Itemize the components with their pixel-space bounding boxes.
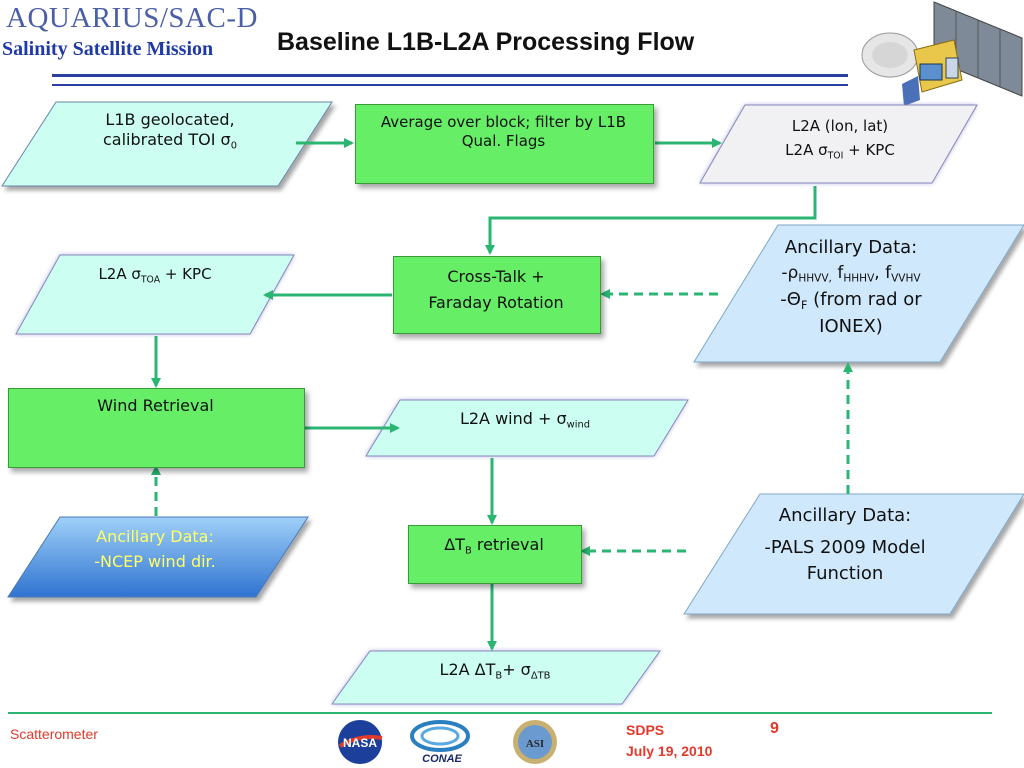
crosstalk-label: Cross-Talk + Faraday Rotation xyxy=(428,267,564,312)
l2a-dtb-shape xyxy=(331,650,661,705)
conae-logo-text: CONAE xyxy=(422,753,462,765)
l1b-shape xyxy=(1,101,333,187)
asi-logo-text: ASI xyxy=(526,738,544,750)
footer-date: July 19, 2010 xyxy=(626,743,713,759)
dtb-retrieval-box xyxy=(408,525,582,584)
ancillary-pals-shape xyxy=(683,493,1024,615)
satellite-icon xyxy=(861,1,1023,106)
logo-subtitle: Salinity Satellite Mission xyxy=(2,38,214,60)
header-rule-thin xyxy=(52,84,848,86)
l2a-toa-label: L2A σTOA + KPC xyxy=(98,265,212,286)
footer-section-label: Scatterometer xyxy=(10,726,98,742)
page-number: 9 xyxy=(770,720,779,737)
l2a-wind-label: L2A wind + σwind xyxy=(459,409,591,431)
l1b-label: L1B geolocated, calibrated TOI σ0 xyxy=(102,110,237,152)
wind-retrieval-box xyxy=(8,388,305,468)
crosstalk-box xyxy=(393,256,601,334)
arrow-l2a-to-crosstalk xyxy=(485,186,817,255)
l2a-lonlat-shape xyxy=(699,104,978,184)
nasa-logo-icon: NASA xyxy=(338,720,383,764)
header-rule xyxy=(52,74,848,77)
ancillary-hhvv-label: Ancillary Data: -ρHHVV, fHHHV, fVVHV -ΘF… xyxy=(780,237,922,338)
ancillary-ncep-shape xyxy=(7,516,309,598)
l2a-wind-shape xyxy=(365,399,689,457)
nasa-logo-text: NASA xyxy=(343,736,377,750)
l2a-toa-shape xyxy=(15,254,295,335)
footer-rule xyxy=(8,712,992,714)
average-label: Average over block; filter by L1B Qual. … xyxy=(380,113,627,150)
average-box xyxy=(355,104,654,184)
dtb-retrieval-label: ΔTB retrieval xyxy=(444,535,544,557)
asi-logo-icon: ASI xyxy=(513,720,557,764)
agency-logos: NASA CONAE ASI xyxy=(338,720,557,765)
ancillary-pals-label: Ancillary Data: -PALS 2009 Model Functio… xyxy=(764,505,926,585)
conae-logo-icon: CONAE xyxy=(410,720,470,765)
ancillary-ncep-label: Ancillary Data: -NCEP wind dir. xyxy=(94,527,216,571)
l2a-lonlat-label: L2A (lon, lat) L2A σTOI + KPC xyxy=(785,117,895,162)
logo-title: AQUARIUS/SAC-D xyxy=(6,2,258,34)
footer-sdps: SDPS xyxy=(626,722,665,738)
l2a-dtb-label: L2A ΔTB+ σΔTB xyxy=(439,660,551,682)
ancillary-hhvv-shape xyxy=(693,224,1024,363)
page-title: Baseline L1B-L2A Processing Flow xyxy=(277,28,695,56)
wind-retrieval-label: Wind Retrieval xyxy=(97,396,214,415)
